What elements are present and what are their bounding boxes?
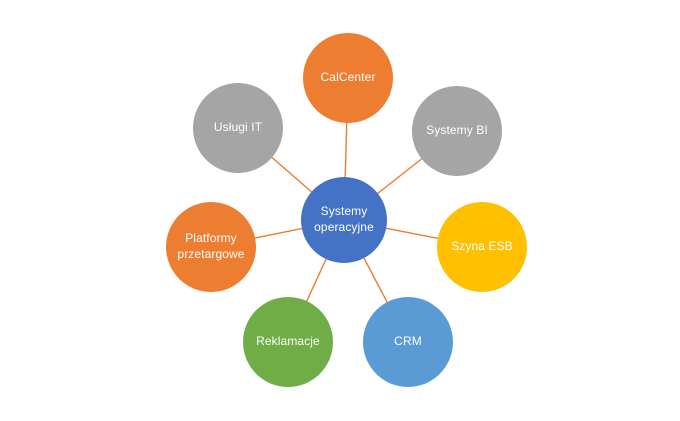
node-crm: CRM <box>363 297 453 387</box>
node-uslugi-it-label: Usługi IT <box>213 120 263 135</box>
node-systemy-bi-label: Systemy BI <box>426 123 488 138</box>
node-systemy-bi: Systemy BI <box>412 86 502 176</box>
node-reklamacje: Reklamacje <box>243 297 333 387</box>
node-systemy-operacyjne-label: Systemy operacyjne <box>314 204 374 234</box>
node-calcenter: CalCenter <box>303 33 393 123</box>
node-calcenter-label: CalCenter <box>320 70 376 85</box>
node-platformy-przetargowe-label: Platformy przetargowe <box>177 231 245 261</box>
node-crm-label: CRM <box>394 334 422 349</box>
node-reklamacje-label: Reklamacje <box>256 334 320 349</box>
node-uslugi-it: Usługi IT <box>193 83 283 173</box>
node-platformy-przetargowe: Platformy przetargowe <box>166 202 256 292</box>
node-systemy-operacyjne: Systemy operacyjne <box>301 177 387 263</box>
node-szyna-esb-label: Szyna ESB <box>451 239 513 254</box>
node-szyna-esb: Szyna ESB <box>437 202 527 292</box>
